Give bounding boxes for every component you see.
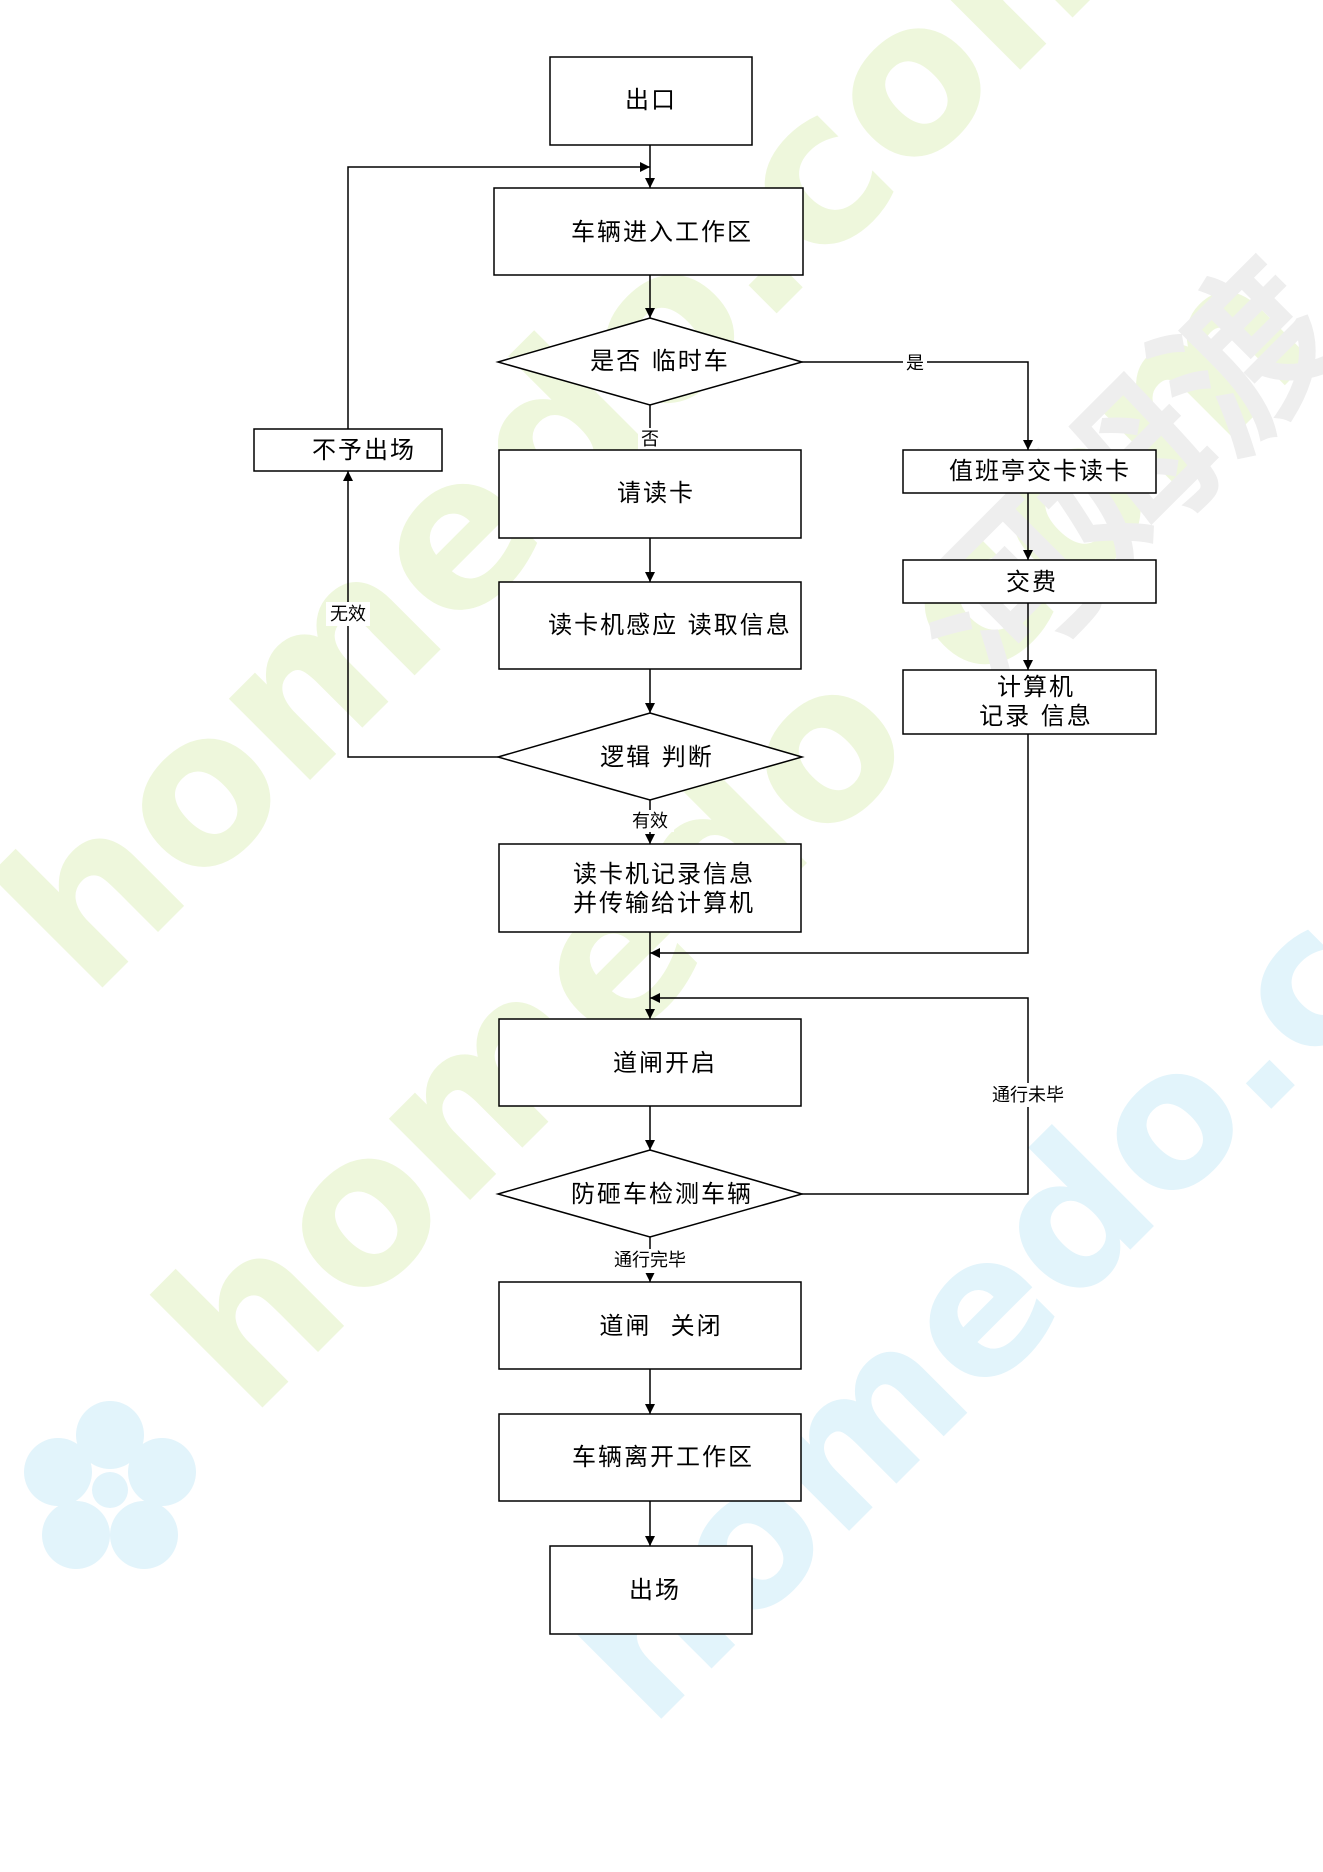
node-pay-fee-label: 交费	[1006, 568, 1058, 596]
node-deny-exit-label: 不予出场	[312, 436, 416, 464]
node-exit-end: 出场	[549, 1545, 753, 1635]
node-is-temp-label: 是否 临时车	[590, 347, 730, 375]
node-exit-start-label: 出口	[625, 86, 677, 114]
node-computer: 计算机 记录 信息	[902, 669, 1157, 735]
edge-computer-merge	[650, 734, 1029, 958]
node-enter-zone: 车辆进入工作区	[493, 187, 804, 276]
node-anti-smash: 防砸车检测车辆	[495, 1149, 805, 1238]
node-reader-sense: 读卡机感应 读取信息	[498, 581, 802, 670]
node-gate-open: 道闸开启	[498, 1018, 802, 1107]
node-is-temp: 是否 临时车	[495, 317, 805, 406]
edge-istemp-booth	[802, 361, 1033, 450]
node-exit-start: 出口	[549, 56, 753, 146]
node-reader-sense-label: 读卡机感应 读取信息	[548, 611, 792, 639]
node-logic-judge: 逻辑 判断	[495, 712, 805, 801]
node-gate-close: 道闸 关闭	[498, 1281, 802, 1370]
node-enter-zone-label: 车辆进入工作区	[571, 218, 753, 246]
nodes: 出口 车辆进入工作区 是否 临时车 请读卡 读卡机感应 读取信息 逻辑 判断 读…	[253, 56, 1157, 1635]
edge-label-yes: 是	[906, 353, 924, 374]
edge-logic-deny	[343, 471, 498, 758]
edge-label-invalid: 无效	[330, 604, 366, 625]
node-computer-line2: 记录 信息	[979, 702, 1093, 730]
edge-label-valid: 有效	[632, 811, 668, 832]
edge-label-not-done: 通行未毕	[992, 1085, 1064, 1106]
node-read-card-label: 请读卡	[617, 479, 695, 507]
node-pay-fee: 交费	[902, 559, 1157, 604]
node-gate-close-label: 道闸 关闭	[599, 1312, 722, 1340]
node-booth-card-label: 值班亭交卡读卡	[949, 457, 1131, 485]
edge-labels: 是 否 无效 有效 通行未毕 通行完毕	[326, 351, 1070, 1273]
node-record-send: 读卡机记录信息 并传输给计算机	[498, 843, 802, 933]
node-anti-smash-label: 防砸车检测车辆	[571, 1180, 753, 1208]
edge-deny-enter	[347, 162, 650, 429]
node-leave-zone: 车辆离开工作区	[498, 1413, 802, 1502]
node-booth-card: 值班亭交卡读卡	[902, 449, 1157, 494]
node-computer-line1: 计算机	[997, 673, 1075, 701]
node-record-send-line2: 并传输给计算机	[573, 889, 755, 917]
node-logic-judge-label: 逻辑 判断	[600, 743, 714, 771]
edge-label-no: 否	[641, 429, 659, 450]
node-gate-open-label: 道闸开启	[613, 1049, 717, 1077]
node-read-card: 请读卡	[498, 449, 802, 539]
edge-label-done: 通行完毕	[614, 1250, 686, 1271]
watermark-flower-icon	[24, 1401, 196, 1569]
node-exit-end-label: 出场	[629, 1576, 681, 1604]
node-leave-zone-label: 车辆离开工作区	[572, 1443, 754, 1471]
node-record-send-line1: 读卡机记录信息	[573, 860, 755, 888]
node-deny-exit: 不予出场	[253, 428, 443, 472]
